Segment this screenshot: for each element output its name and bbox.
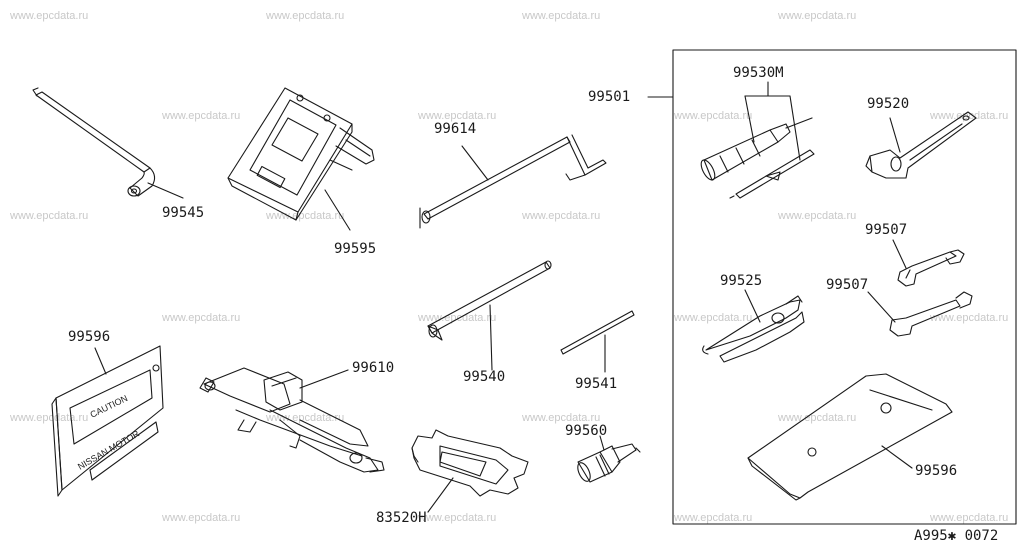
open-end-wrench-lower-drawing [867,291,973,337]
part-label-99530m[interactable]: 99530M [733,65,784,81]
sign-caution-text: CAUTION [88,393,129,420]
watermark: www.epcdata.ru [522,10,601,22]
watermark: www.epcdata.ru [522,210,601,222]
leader-line [867,291,896,323]
watermark: www.epcdata.ru [778,210,857,222]
leader-line [789,95,801,161]
tool-bag-drawing [747,373,953,501]
leader-line [744,95,755,143]
part-label-99541[interactable]: 99541 [575,376,618,392]
watermark: www.epcdata.ru [10,210,89,222]
watermark: www.epcdata.ru [674,110,753,122]
watermark: www.epcdata.ru [266,412,345,424]
jack-bracket-drawing [227,87,375,231]
leader-line [881,445,913,469]
part-label-99596-sign[interactable]: 99596 [68,329,111,345]
watermark: www.epcdata.ru [930,512,1009,524]
watermark: www.epcdata.ru [674,312,753,324]
part-label-99507-lower[interactable]: 99507 [826,277,869,293]
leader-line [324,189,351,231]
leader-line [299,369,349,389]
watermark: www.epcdata.ru [778,412,857,424]
adjustable-wrench-drawing [865,111,977,179]
screwdriver-set-drawing [700,81,815,199]
part-label-99614[interactable]: 99614 [434,121,477,137]
leader-line [599,435,605,451]
part-label-83520h[interactable]: 83520H [376,510,427,526]
watermark: www.epcdata.ru [930,110,1009,122]
part-label-99525[interactable]: 99525 [720,273,763,289]
leader-line [427,477,454,513]
leader-line [892,239,907,269]
jack-assembly-drawing [199,367,385,473]
spark-plug-wrench-drawing [577,435,641,483]
watermark: www.epcdata.ru [162,312,241,324]
part-label-99501[interactable]: 99501 [588,89,631,105]
watermark: www.epcdata.ru [162,512,241,524]
open-end-wrench-upper-drawing [892,239,965,287]
part-label-99596-bag[interactable]: 99596 [915,463,958,479]
watermark: www.epcdata.ru [930,312,1009,324]
leader-line [889,117,901,153]
part-label-99545[interactable]: 99545 [162,205,205,221]
pliers-drawing [702,289,805,363]
watermark: www.epcdata.ru [522,412,601,424]
part-label-99560[interactable]: 99560 [565,423,608,439]
watermark: www.epcdata.ru [162,110,241,122]
jack-handle-drawing [419,134,607,229]
watermark: www.epcdata.ru [778,10,857,22]
leader-line [461,145,489,181]
watermark: www.epcdata.ru [266,210,345,222]
part-label-99507-upper[interactable]: 99507 [865,222,908,238]
watermark: www.epcdata.ru [266,10,345,22]
part-label-99595[interactable]: 99595 [334,241,377,257]
extension-bar-drawing [427,260,552,371]
rod-drawing [560,310,635,373]
leader-line [489,304,493,371]
leader-line [94,347,107,375]
part-label-99610[interactable]: 99610 [352,360,395,376]
tool-kit-frame [672,49,1017,525]
part-label-99520[interactable]: 99520 [867,96,910,112]
diagram-code: A995✱ 0072 [914,528,999,544]
jack-tray-drawing [411,429,529,513]
watermark: www.epcdata.ru [418,110,497,122]
watermark: www.epcdata.ru [674,512,753,524]
watermark: www.epcdata.ru [418,512,497,524]
watermark: www.epcdata.ru [10,412,89,424]
wheel-nut-wrench-drawing [32,87,184,199]
leader-line [744,289,761,323]
watermark: www.epcdata.ru [10,10,89,22]
sign-brand-text: NISSAN MOTOR [76,428,141,472]
leader-line [147,182,184,199]
part-label-99540[interactable]: 99540 [463,369,506,385]
warning-sign-drawing: CAUTION NISSAN MOTOR [51,345,164,497]
